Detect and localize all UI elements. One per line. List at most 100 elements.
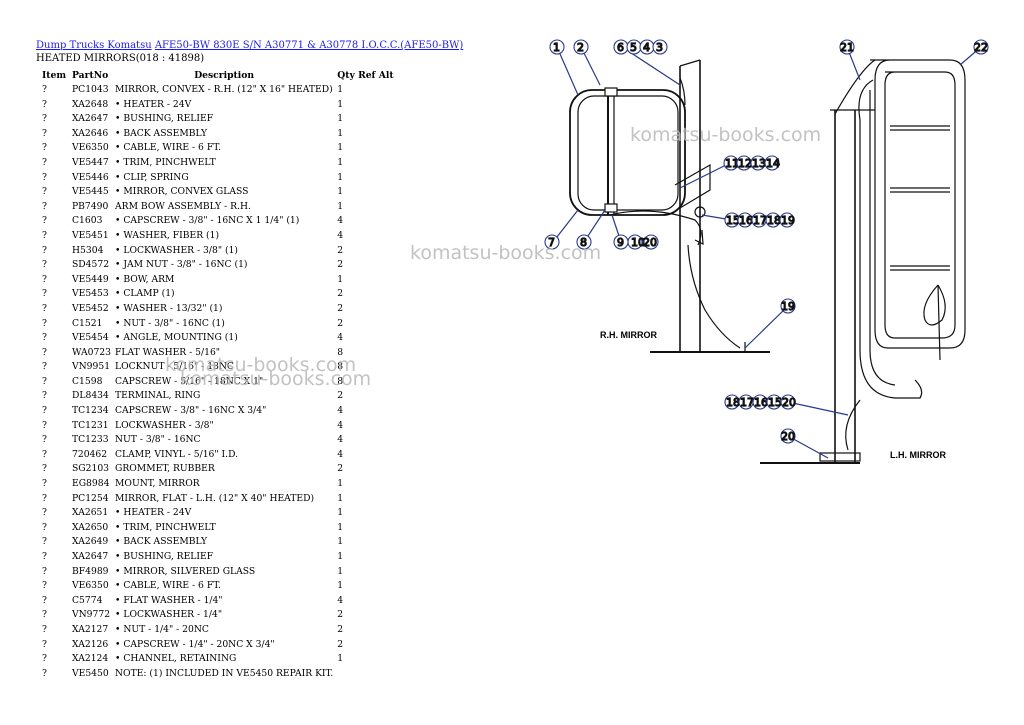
cell-item: ?	[42, 521, 47, 533]
cell-qty: 1	[337, 200, 344, 212]
page-subtitle: HEATED MIRRORS(018 : 41898)	[36, 53, 205, 64]
cell-description: • WASHER, FIBER (1)	[115, 229, 220, 241]
watermark: komatsu-books.com	[410, 242, 602, 264]
cell-item: ?	[42, 551, 47, 562]
cell-qty: 1	[337, 507, 344, 519]
lh-mirror-drawing	[760, 59, 966, 464]
cell-qty: 2	[337, 288, 344, 300]
cell-item: ?	[42, 332, 47, 344]
cell-qty: 1	[337, 478, 344, 490]
cell-item: ?	[42, 244, 47, 256]
cell-qty: 1	[337, 113, 344, 125]
watermark: komatsu-books.com	[165, 354, 357, 376]
cell-partno: VE5451	[72, 229, 109, 241]
mirror-diagram: 1 2 6 5 4 3 11 12 13 14 15 16 17 18 19 7…	[530, 30, 1024, 470]
cell-qty: 4	[337, 229, 344, 241]
cell-partno: WA0723	[72, 346, 112, 358]
table-row: ?SD4572• JAM NUT - 3/8" - 16NC (1)2	[36, 258, 398, 273]
cell-partno: 720462	[72, 448, 108, 460]
cell-qty: 2	[337, 623, 344, 635]
cell-description: • BOW, ARM	[115, 273, 175, 285]
breadcrumb-link-model[interactable]: AFE50-BW 830E S/N A30771 & A30778 I.O.C.…	[154, 40, 464, 51]
breadcrumb-link-category[interactable]: Dump Trucks Komatsu	[36, 40, 152, 51]
cell-item: ?	[42, 478, 47, 490]
table-row: ?VE5451• WASHER, FIBER (1)4	[36, 229, 398, 244]
table-row: ?VE6350• CABLE, WIRE - 6 FT.1	[36, 579, 398, 594]
cell-qty: 2	[337, 638, 344, 650]
cell-description: MIRROR, FLAT - L.H. (12" X 40" HEATED)	[115, 492, 315, 504]
cell-partno: VN9951	[72, 361, 111, 373]
cell-description: • NUT - 1/4" - 20NC	[115, 623, 209, 635]
svg-text:18: 18	[767, 214, 781, 227]
cell-partno: TC1231	[72, 419, 109, 431]
cell-qty: 4	[337, 419, 344, 431]
cell-description: LOCKNUT - 5/16" - 18NC	[115, 361, 234, 373]
cell-qty: 2	[337, 317, 344, 329]
col-ref: Ref	[358, 70, 376, 81]
svg-text:20: 20	[781, 430, 795, 443]
cell-qty: 1	[337, 171, 344, 183]
cell-partno: VN9772	[72, 609, 111, 621]
cell-item: ?	[42, 565, 47, 577]
cell-item: ?	[42, 361, 47, 373]
cell-partno: XA2651	[72, 507, 109, 519]
col-partno: PartNo	[72, 70, 109, 81]
cell-partno: C5774	[72, 594, 103, 606]
cell-item: ?	[42, 215, 47, 227]
cell-partno: TC1233	[72, 434, 109, 446]
cell-qty: 1	[337, 142, 344, 154]
cell-partno: XA2647	[72, 551, 109, 562]
cell-item: ?	[42, 375, 47, 387]
cell-qty: 8	[337, 375, 344, 387]
col-qty-ref-alt: Qty Ref Alt	[337, 68, 397, 83]
cell-partno: VE5446	[72, 171, 109, 183]
cell-partno: XA2646	[72, 127, 109, 139]
cell-item: ?	[42, 302, 47, 314]
svg-text:20: 20	[643, 236, 657, 249]
cell-description: • JAM NUT - 3/8" - 16NC (1)	[115, 259, 248, 271]
svg-text:13: 13	[752, 157, 766, 170]
svg-text:2: 2	[577, 41, 584, 54]
cell-qty: 2	[337, 259, 344, 271]
cell-item: ?	[42, 609, 47, 621]
cell-description: • NUT - 3/8" - 16NC (1)	[115, 317, 225, 329]
table-row: ?H5304• LOCKWASHER - 3/8" (1)2	[36, 244, 398, 259]
cell-partno: SG2103	[72, 463, 110, 475]
cell-description: • CLIP, SPRING	[115, 171, 189, 183]
table-row: ?VN9772• LOCKWASHER - 1/4"2	[36, 608, 398, 623]
svg-text:18: 18	[726, 396, 740, 409]
cell-description: TERMINAL, RING	[115, 390, 201, 402]
cell-qty: 1	[337, 653, 344, 665]
cell-qty: 1	[337, 186, 344, 198]
cell-item: ?	[42, 156, 47, 168]
cell-partno: TC1234	[72, 405, 109, 417]
breadcrumb: Dump Trucks Komatsu AFE50-BW 830E S/N A3…	[36, 40, 463, 52]
cell-qty: 1	[337, 273, 344, 285]
cell-item: ?	[42, 171, 47, 183]
watermark: komatsu-books.com	[180, 368, 372, 390]
cell-qty: 2	[337, 302, 344, 314]
cell-item: ?	[42, 317, 47, 329]
cell-qty: 1	[337, 521, 344, 533]
svg-text:14: 14	[766, 157, 780, 170]
cell-description: • MIRROR, SILVERED GLASS	[115, 565, 256, 577]
cell-description: MOUNT, MIRROR	[115, 478, 200, 490]
cell-item: ?	[42, 390, 47, 402]
cell-item: ?	[42, 127, 47, 139]
cell-item: ?	[42, 580, 47, 592]
watermark: komatsu-books.com	[630, 124, 822, 146]
svg-text:9: 9	[617, 236, 624, 249]
cell-description: • BUSHING, RELIEF	[115, 113, 214, 125]
cell-description: • WASHER - 13/32" (1)	[115, 302, 223, 314]
cell-description: • CABLE, WIRE - 6 FT.	[115, 142, 221, 154]
cell-item: ?	[42, 434, 47, 446]
rh-mirror-drawing	[569, 59, 770, 353]
